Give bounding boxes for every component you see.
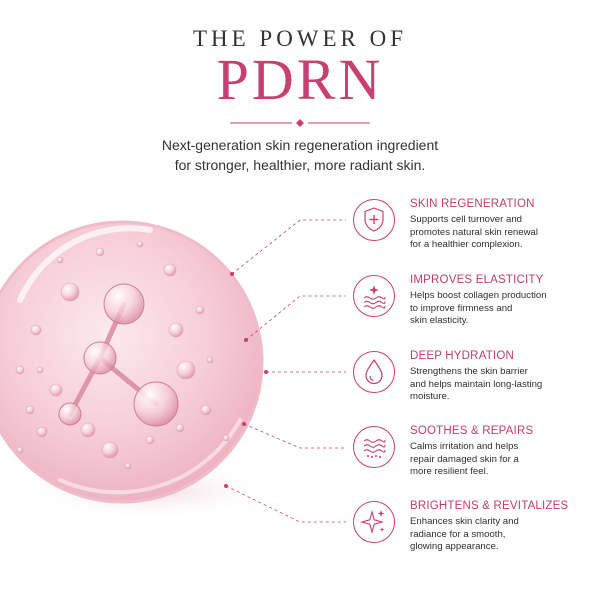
feature-description-line: to improve firmness and xyxy=(410,302,513,314)
feature-description-line: for a healthier complexion. xyxy=(410,239,523,251)
feature-title: SOOTHES & REPAIRS xyxy=(410,425,534,437)
feature-description-line: promotes natural skin renewal xyxy=(410,226,538,238)
shield-plus-icon xyxy=(353,199,395,241)
feature-description-line: repair damaged skin for a xyxy=(410,453,519,465)
feature-title: DEEP HYDRATION xyxy=(410,350,514,362)
feature-description-line: Calms irritation and helps xyxy=(410,441,519,452)
feature-description: Supports cell turnover and promotes natu… xyxy=(410,214,592,252)
feature-description-line: moisture. xyxy=(410,391,450,403)
subtitle-line-2: for stronger, healthier, more radiant sk… xyxy=(174,157,426,173)
subtitle-line-1: Next-generation skin regeneration ingred… xyxy=(161,137,439,153)
feature-description: Strengthens the skin barrier and helps m… xyxy=(410,366,592,404)
feature-description-line: Helps boost collagen production xyxy=(410,290,547,301)
serum-droplet-illustration xyxy=(0,219,346,523)
feature-deep-hydration: DEEP HYDRATION Strengthens the skin barr… xyxy=(352,350,592,414)
water-drop-icon xyxy=(353,351,395,393)
feature-description-line: more resilient feel. xyxy=(410,466,489,478)
feature-brightens-revitalizes: BRIGHTENS & REVITALIZES Enhances skin cl… xyxy=(352,500,592,564)
feature-improves-elasticity: IMPROVES ELASTICITY Helps boost collagen… xyxy=(352,274,592,338)
feature-soothes-repairs: SOOTHES & REPAIRS Calms irritation and h… xyxy=(352,425,592,489)
feature-title: SKIN REGENERATION xyxy=(410,198,535,210)
feature-description-line: Supports cell turnover and xyxy=(410,214,522,225)
calm-waves-icon xyxy=(353,426,395,468)
feature-skin-regeneration: SKIN REGENERATION Supports cell turnover… xyxy=(352,198,592,262)
sparkle-waves-icon xyxy=(353,275,395,317)
pretitle: THE POWER OF xyxy=(192,26,408,51)
feature-description-line: radiance for a smooth, xyxy=(410,528,506,540)
feature-description-line: glowing appearance. xyxy=(410,541,499,553)
connector-lines xyxy=(225,219,346,523)
serum-droplet xyxy=(0,220,264,504)
feature-description: Helps boost collagen production to impro… xyxy=(410,290,592,328)
feature-description-line: Strengthens the skin barrier xyxy=(410,366,528,377)
feature-description-line: Enhances skin clarity and xyxy=(410,516,519,527)
feature-title: BRIGHTENS & REVITALIZES xyxy=(410,500,569,512)
feature-description-line: and helps maintain long-lasting xyxy=(410,378,543,390)
feature-description: Enhances skin clarity and radiance for a… xyxy=(410,516,592,554)
page-title: PDRN xyxy=(216,47,384,112)
subtitle: Next-generation skin regeneration ingred… xyxy=(0,135,600,175)
sparkles-icon xyxy=(353,501,395,543)
title-divider xyxy=(230,119,370,127)
feature-description-line: skin elasticity. xyxy=(410,315,469,327)
bubbles xyxy=(15,240,230,470)
feature-title: IMPROVES ELASTICITY xyxy=(410,274,544,286)
feature-description: Calms irritation and helps repair damage… xyxy=(410,441,592,479)
